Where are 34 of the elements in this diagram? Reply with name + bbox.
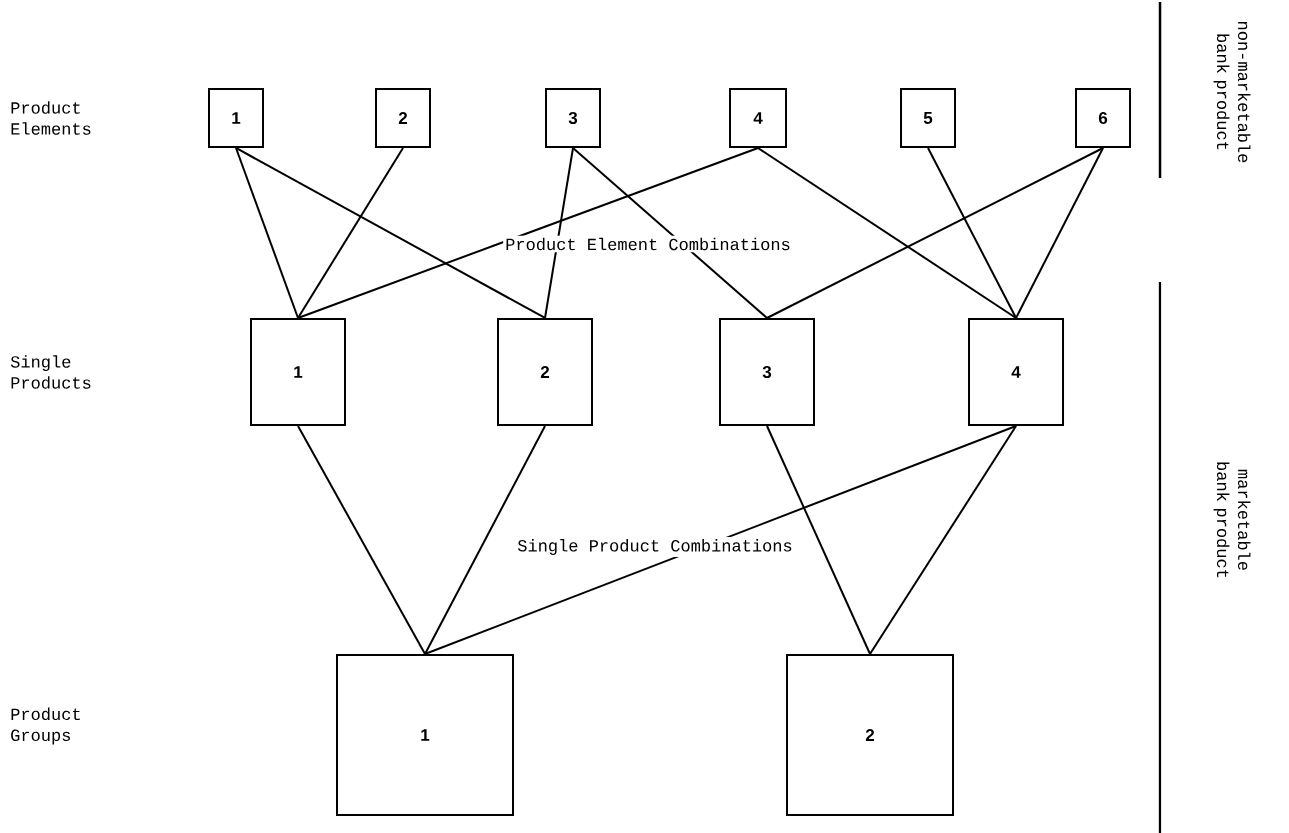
connector-line: [235, 147, 546, 319]
combination-label: Single Product Combinations: [515, 537, 795, 557]
number-box: 4: [968, 318, 1064, 426]
connector-line: [235, 147, 299, 319]
number-box: 1: [250, 318, 346, 426]
row-label: Product Elements: [11, 101, 91, 135]
connector-line: [757, 147, 1017, 319]
number-box: 6: [1075, 88, 1131, 148]
connector-line: [544, 147, 574, 319]
connector-line: [766, 147, 1104, 319]
connector-line: [424, 425, 546, 655]
section-label: non-marketable bank product: [1213, 22, 1251, 163]
connector-line: [766, 425, 871, 655]
combination-label: Product Element Combinations: [503, 235, 793, 253]
row-label: Product Groups: [11, 707, 80, 745]
connector-line: [869, 425, 1017, 655]
connector-line: [927, 147, 1017, 319]
number-box: 4: [729, 88, 787, 148]
connector-line: [297, 147, 759, 319]
connector-line: [297, 425, 426, 655]
number-box: 3: [545, 88, 601, 148]
row-label: Single Products: [10, 355, 91, 389]
number-box: 5: [900, 88, 956, 148]
number-box: 2: [375, 88, 431, 148]
number-box: 1: [336, 654, 514, 816]
connector-line: [572, 147, 768, 319]
connector-line: [424, 425, 1017, 655]
number-box: 3: [719, 318, 815, 426]
connector-line: [1015, 147, 1104, 319]
connector-line: [297, 147, 404, 319]
section-label: marketable bank product: [1213, 462, 1251, 578]
number-box: 1: [208, 88, 264, 148]
number-box: 2: [497, 318, 593, 426]
number-box: 2: [786, 654, 954, 816]
